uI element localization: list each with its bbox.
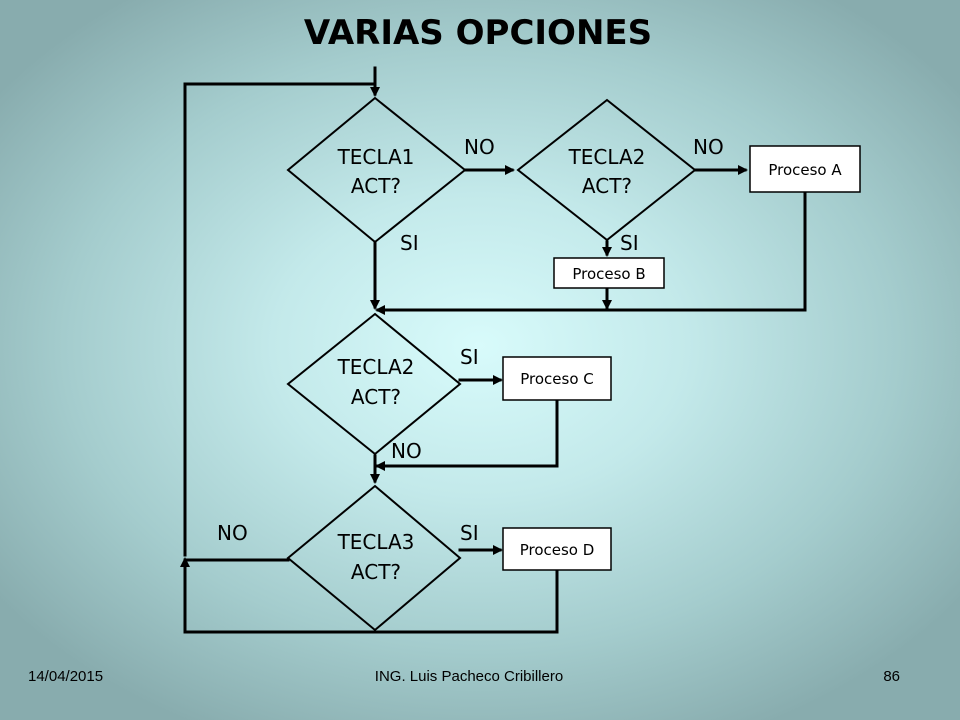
footer-date: 14/04/2015 xyxy=(28,668,103,685)
decision-tecla2-top-line2: ACT? xyxy=(582,174,632,198)
decision-tecla1: TECLA1 ACT? xyxy=(286,96,467,244)
d3-no-label: NO xyxy=(391,439,422,463)
d2-no-label: NO xyxy=(693,135,724,159)
decision-tecla2-top-line1: TECLA2 xyxy=(568,145,646,169)
proceso-c-return-arrow xyxy=(375,398,559,471)
proceso-d-return-line xyxy=(183,568,559,634)
proceso-a-return-arrow xyxy=(375,190,807,315)
d4-no-label: NO xyxy=(217,521,248,545)
process-d: Proceso D xyxy=(502,527,612,571)
footer-author: ING. Luis Pacheco Cribillero xyxy=(375,668,563,685)
d3-si-label: SI xyxy=(460,345,479,369)
decision-tecla2-middle-line2: ACT? xyxy=(351,385,401,409)
loop-back-line xyxy=(183,82,374,557)
decision-tecla1-line2: ACT? xyxy=(351,174,401,198)
process-a: Proceso A xyxy=(749,145,861,193)
process-c-label: Proceso C xyxy=(520,370,594,388)
process-a-label: Proceso A xyxy=(768,161,842,179)
decision-tecla2-middle: TECLA2 ACT? xyxy=(286,312,462,456)
d4-si-label: SI xyxy=(460,521,479,545)
d1-no-label: NO xyxy=(464,135,495,159)
process-b: Proceso B xyxy=(553,257,665,289)
slide-title: VARIAS OPCIONES xyxy=(304,13,652,53)
decision-tecla1-line1: TECLA1 xyxy=(337,145,415,169)
process-b-label: Proceso B xyxy=(572,265,645,283)
d2-si-label: SI xyxy=(620,231,639,255)
d1-si-label: SI xyxy=(400,231,419,255)
footer-page-number: 86 xyxy=(883,668,900,685)
decision-tecla2-middle-line1: TECLA2 xyxy=(337,355,415,379)
connectors xyxy=(180,66,807,634)
process-d-label: Proceso D xyxy=(520,541,595,559)
decision-tecla3-line2: ACT? xyxy=(351,560,401,584)
decision-tecla2-top: TECLA2 ACT? xyxy=(516,98,697,242)
decision-tecla3-line1: TECLA3 xyxy=(337,530,415,554)
decision-tecla3: TECLA3 ACT? xyxy=(286,484,462,632)
process-c: Proceso C xyxy=(502,356,612,401)
